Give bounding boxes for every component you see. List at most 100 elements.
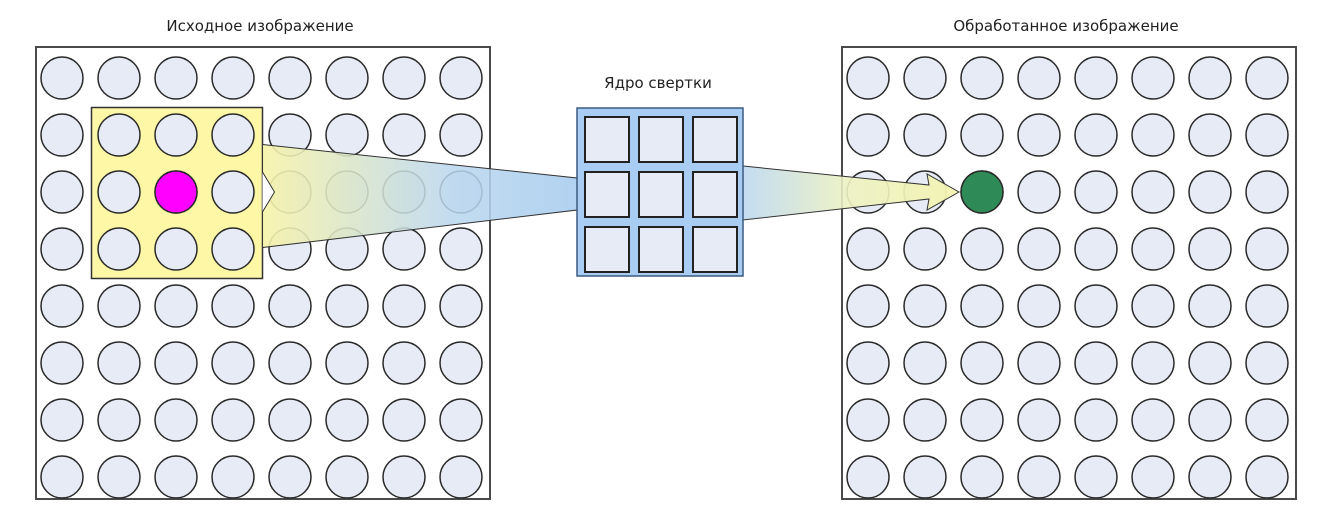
source-center-pixel [154, 170, 198, 214]
kernel-cell [692, 116, 738, 163]
result-pixel [960, 56, 1004, 100]
result-pixel [1245, 227, 1289, 271]
source-pixel [211, 56, 255, 100]
result-pixel [1074, 113, 1118, 157]
source-pixel [211, 284, 255, 328]
result-pixel [1188, 170, 1232, 214]
source-pixel [97, 56, 141, 100]
result-pixel [1245, 398, 1289, 442]
source-pixel [154, 455, 198, 499]
source-pixel [97, 455, 141, 499]
result-pixel [846, 227, 890, 271]
source-pixel [382, 455, 426, 499]
source-pixel [40, 113, 84, 157]
source-pixel [382, 284, 426, 328]
source-pixel [40, 227, 84, 271]
result-pixel [1074, 455, 1118, 499]
source-pixel [211, 455, 255, 499]
result-pixel [846, 455, 890, 499]
result-pixel [1017, 284, 1061, 328]
source-pixel [382, 341, 426, 385]
source-pixel [40, 56, 84, 100]
result-pixel [903, 227, 947, 271]
source-pixel [154, 113, 198, 157]
kernel-cell [584, 171, 630, 218]
source-pixel [439, 56, 483, 100]
result-pixel [960, 113, 1004, 157]
source-pixel [40, 170, 84, 214]
source-pixel [154, 56, 198, 100]
highlight-pixels [154, 170, 1004, 214]
result-pixel [846, 284, 890, 328]
result-pixel [1017, 170, 1061, 214]
result-pixel [960, 227, 1004, 271]
result-pixel [1245, 284, 1289, 328]
result-pixel [1245, 56, 1289, 100]
source-image-title: Исходное изображение [166, 17, 353, 35]
result-pixel [1074, 56, 1118, 100]
source-pixel [154, 227, 198, 271]
result-pixel [1188, 455, 1232, 499]
result-pixel [1017, 113, 1061, 157]
result-pixel [1017, 398, 1061, 442]
result-pixel [1074, 170, 1118, 214]
source-pixel [325, 455, 369, 499]
result-pixel [1131, 56, 1175, 100]
source-pixel [97, 113, 141, 157]
kernel-cell [584, 116, 630, 163]
result-pixel [1131, 341, 1175, 385]
source-pixel [439, 398, 483, 442]
source-pixel [211, 113, 255, 157]
result-pixel [1074, 284, 1118, 328]
source-pixel [268, 341, 312, 385]
result-pixel [903, 56, 947, 100]
source-pixel [97, 341, 141, 385]
result-pixel [846, 113, 890, 157]
result-pixel [903, 455, 947, 499]
result-pixel [846, 56, 890, 100]
output-arrow [742, 165, 961, 221]
source-pixel [382, 398, 426, 442]
result-pixel [1131, 455, 1175, 499]
result-pixel [1188, 284, 1232, 328]
kernel-cell [638, 226, 684, 273]
result-pixel [1188, 398, 1232, 442]
kernel-cell [584, 226, 630, 273]
result-pixel [1017, 341, 1061, 385]
source-pixel [382, 56, 426, 100]
source-pixel [97, 284, 141, 328]
result-pixel [1188, 113, 1232, 157]
result-pixel [903, 341, 947, 385]
source-pixel [211, 170, 255, 214]
source-pixel [154, 398, 198, 442]
result-pixel [1074, 398, 1118, 442]
source-pixel [382, 227, 426, 271]
source-pixel [325, 284, 369, 328]
source-pixel [325, 56, 369, 100]
source-pixel [268, 455, 312, 499]
source-pixel [97, 170, 141, 214]
kernel-title: Ядро свертки [604, 74, 712, 92]
source-pixel [211, 398, 255, 442]
source-pixel [325, 398, 369, 442]
result-pixel [1188, 227, 1232, 271]
result-pixel [846, 341, 890, 385]
source-pixel [40, 341, 84, 385]
result-pixel [903, 284, 947, 328]
result-pixel [1245, 341, 1289, 385]
result-pixel [1131, 113, 1175, 157]
result-image-title: Обработанное изображение [953, 17, 1178, 35]
beam-notch [262, 171, 276, 213]
result-pixel [846, 398, 890, 442]
source-pixel [382, 113, 426, 157]
result-pixel [903, 113, 947, 157]
source-pixel [40, 455, 84, 499]
result-pixel [1017, 56, 1061, 100]
result-pixel [1245, 113, 1289, 157]
source-pixel [211, 341, 255, 385]
source-pixel [268, 398, 312, 442]
result-pixel [1131, 170, 1175, 214]
source-pixel [154, 284, 198, 328]
source-pixel [325, 113, 369, 157]
result-pixel [903, 398, 947, 442]
